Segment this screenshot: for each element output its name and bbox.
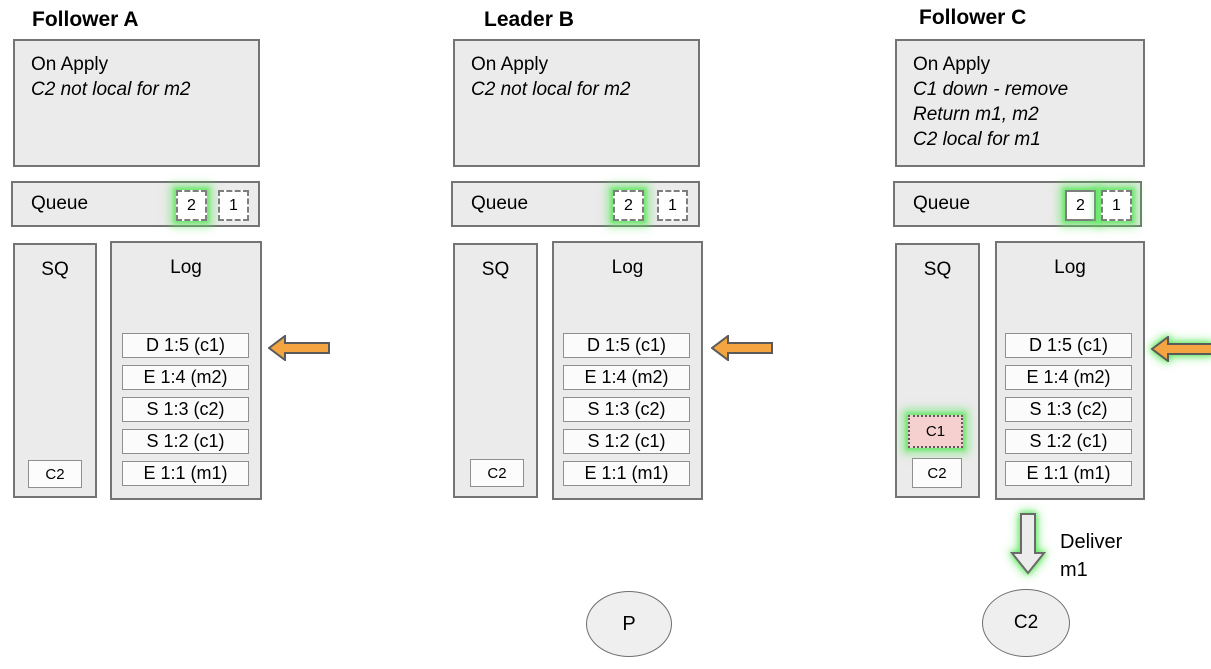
log-entry: S 1:3 (c2): [1005, 397, 1132, 422]
sq-label: SQ: [481, 259, 510, 280]
queue-label: Queue: [31, 193, 89, 214]
log-entry: D 1:5 (c1): [1005, 333, 1132, 358]
log-entry: D 1:5 (c1): [563, 333, 690, 358]
on-apply-heading: On Apply: [31, 54, 109, 75]
log-entry: E 1:4 (m2): [122, 365, 249, 390]
on-apply-note: C2 not local for m2: [31, 79, 191, 100]
deliver-label: Deliver m1: [1060, 528, 1122, 584]
queue-slot-1: 1: [657, 190, 688, 221]
log-entry: S 1:2 (c1): [1005, 429, 1132, 454]
process-ellipse: P: [586, 591, 672, 657]
sq-label: SQ: [923, 259, 952, 280]
log-entry: E 1:1 (m1): [563, 461, 690, 486]
on-apply-note: Return m1, m2: [913, 104, 1039, 125]
sq-panel: SQ: [453, 243, 538, 498]
log-entry: E 1:4 (m2): [1005, 365, 1132, 390]
on-apply-panel: On Apply C2 not local for m2: [453, 39, 700, 167]
log-entry: S 1:3 (c2): [563, 397, 690, 422]
log-entry: E 1:4 (m2): [563, 365, 690, 390]
column-title-leader-b: Leader B: [484, 8, 574, 31]
on-apply-panel: On Apply C2 not local for m2: [13, 39, 260, 167]
queue-slot-2: 2: [613, 190, 644, 221]
sq-item-c2: C2: [470, 459, 524, 487]
queue-slot-2: 2: [176, 190, 207, 221]
sq-label: SQ: [41, 259, 69, 280]
deliver-arrow-icon: [1010, 513, 1046, 575]
apply-pointer-arrow-icon: [1151, 336, 1211, 362]
log-entry: S 1:2 (c1): [563, 429, 690, 454]
log-entry: S 1:3 (c2): [122, 397, 249, 422]
on-apply-note: C2 local for m1: [913, 129, 1041, 150]
sq-panel: SQ: [13, 243, 97, 498]
log-label: Log: [1054, 257, 1086, 278]
log-entry: S 1:2 (c1): [122, 429, 249, 454]
sq-panel: SQ: [895, 243, 980, 498]
log-label: Log: [611, 257, 644, 278]
apply-pointer-arrow-icon: [711, 335, 773, 361]
apply-pointer-arrow-icon: [268, 335, 330, 361]
queue-slot-1: 1: [1101, 190, 1132, 221]
on-apply-panel: On Apply C1 down - remove Return m1, m2 …: [895, 39, 1145, 167]
column-title-follower-a: Follower A: [32, 8, 139, 31]
log-entry: D 1:5 (c1): [122, 333, 249, 358]
client-ellipse: C2: [982, 589, 1070, 657]
log-label: Log: [170, 257, 202, 278]
sq-item-c2: C2: [28, 460, 82, 488]
sq-item-c1-down: C1: [908, 415, 963, 448]
queue-slot-1: 1: [218, 190, 249, 221]
queue-label: Queue: [471, 193, 529, 214]
sq-item-c2: C2: [912, 458, 962, 488]
queue-label: Queue: [913, 193, 971, 214]
column-title-follower-c: Follower C: [919, 6, 1027, 29]
on-apply-note: C1 down - remove: [913, 79, 1069, 100]
log-entry: E 1:1 (m1): [1005, 461, 1132, 486]
log-entry: E 1:1 (m1): [122, 461, 249, 486]
deliver-label-line1: Deliver: [1060, 531, 1123, 553]
queue-slot-2: 2: [1065, 190, 1096, 221]
queue-panel: Queue: [893, 181, 1142, 227]
on-apply-heading: On Apply: [913, 54, 991, 75]
on-apply-heading: On Apply: [471, 54, 549, 75]
on-apply-note: C2 not local for m2: [471, 79, 631, 100]
deliver-label-line2: m1: [1060, 559, 1088, 581]
